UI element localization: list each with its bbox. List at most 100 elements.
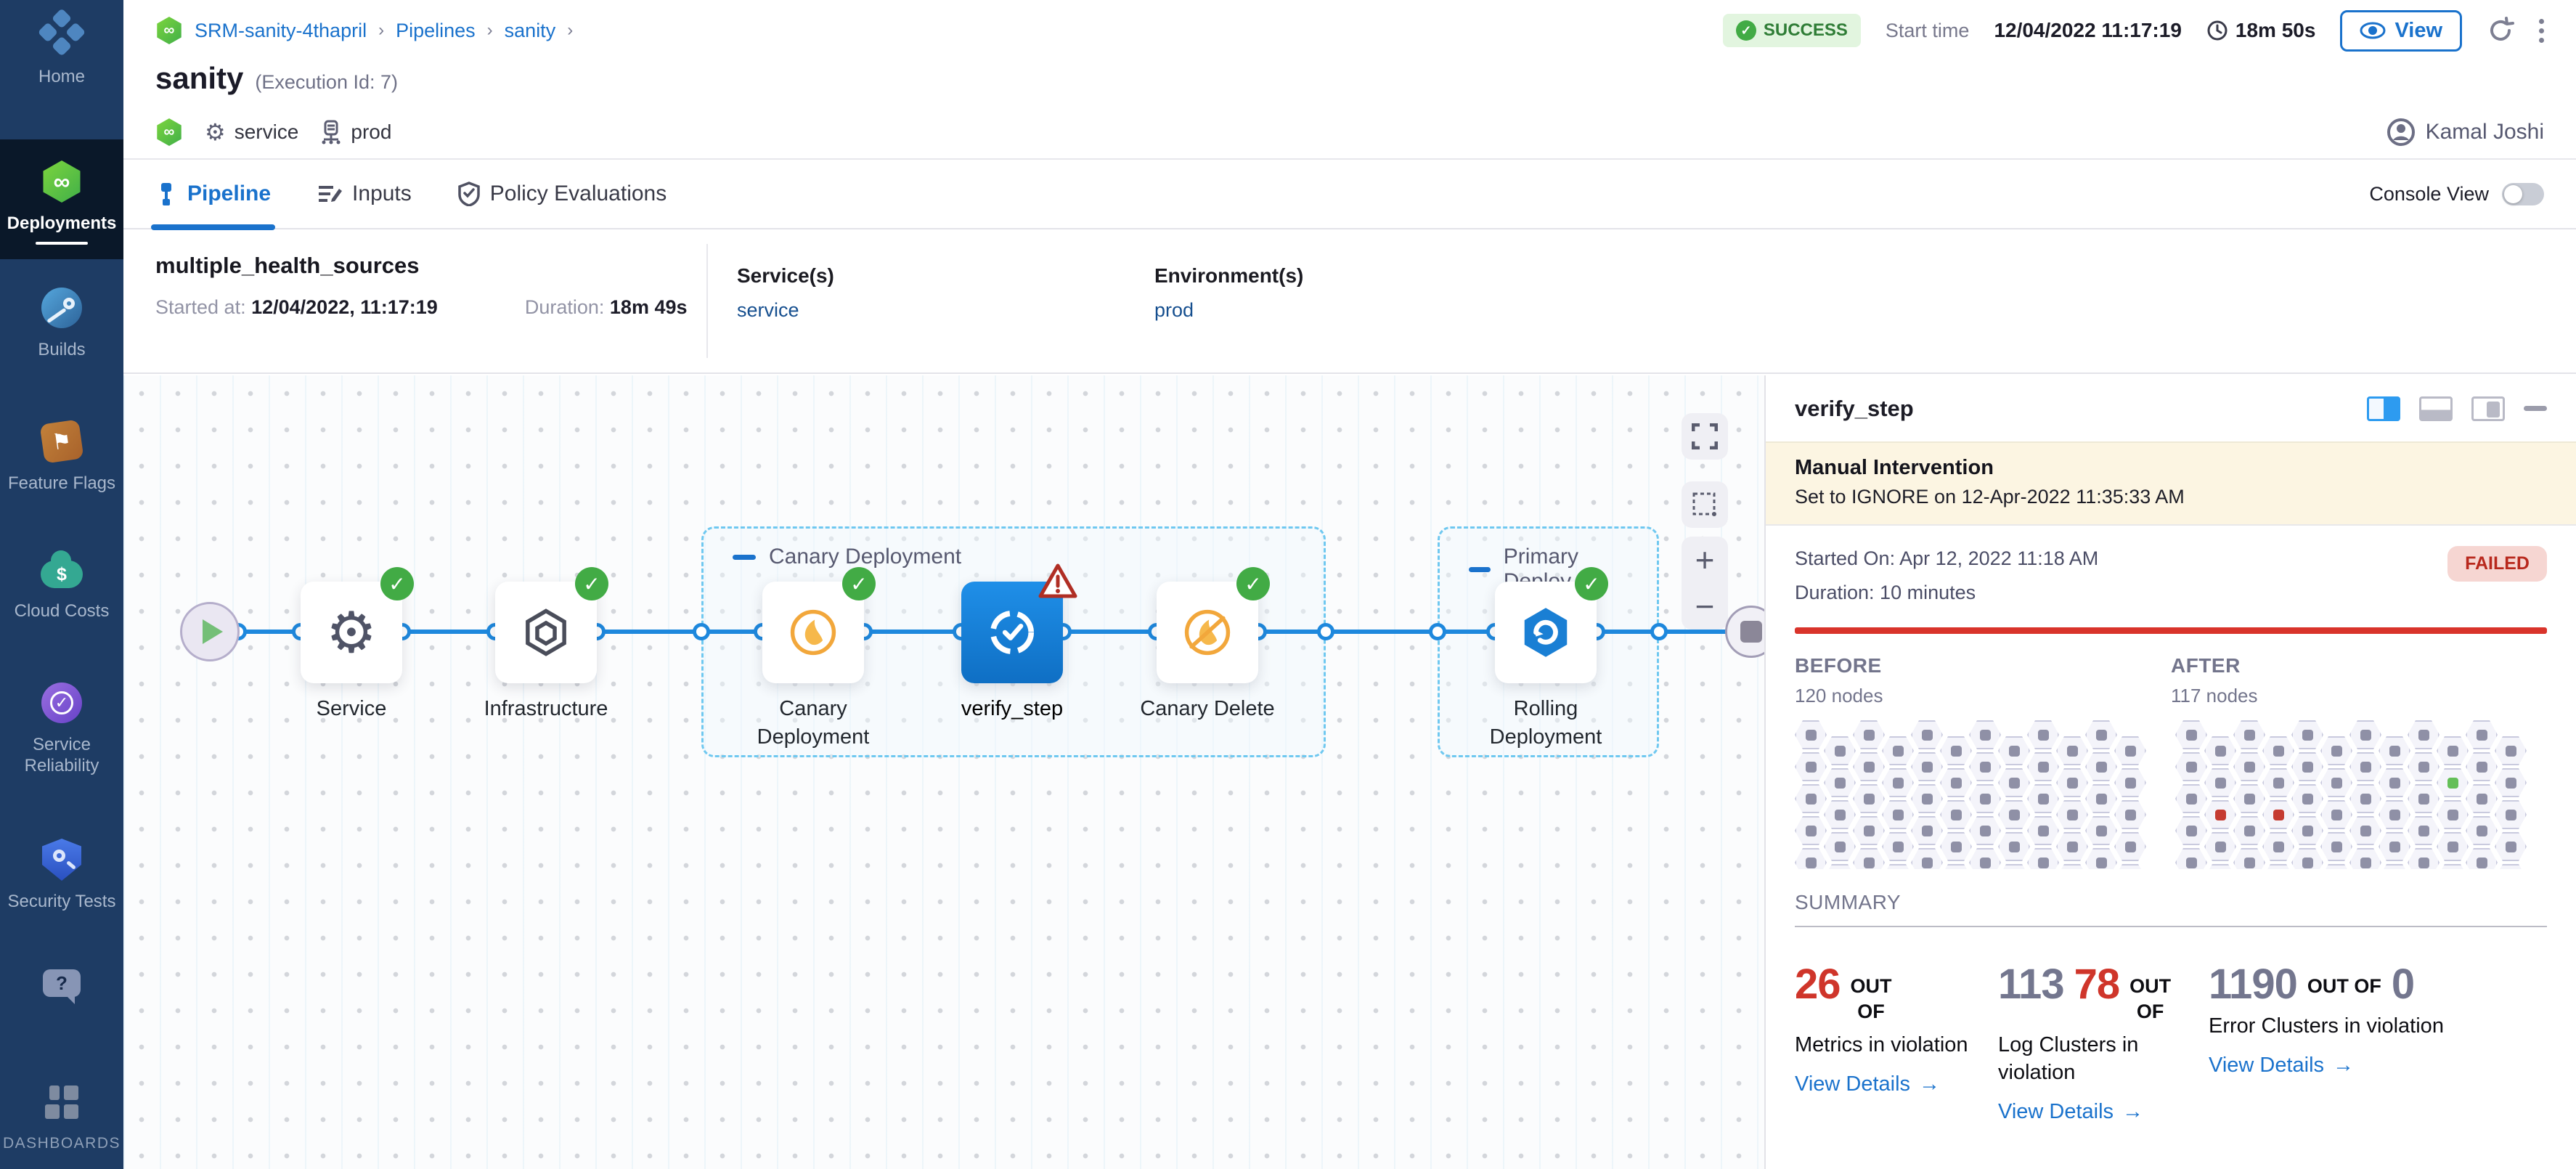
view-button[interactable]: View	[2340, 9, 2462, 52]
node-hex	[1853, 848, 1885, 869]
pipeline-node-canary-delete[interactable]: ✓	[1157, 567, 1270, 683]
breadcrumb-link[interactable]: Pipelines	[396, 19, 476, 41]
node-hex	[2027, 816, 2059, 845]
sidebar-item-builds[interactable]: Builds	[0, 285, 123, 361]
node-hex	[2408, 848, 2440, 869]
breadcrumb-link[interactable]: sanity	[504, 19, 556, 41]
node-hex	[2408, 816, 2440, 845]
node-hex	[2495, 832, 2527, 861]
success-check-icon: ✓	[1575, 567, 1608, 600]
pipeline-node-service[interactable]: ⚙✓	[301, 567, 414, 683]
page-title: sanity	[155, 61, 244, 95]
node-hex	[2114, 832, 2146, 861]
node-hex	[1882, 736, 1914, 765]
breadcrumb-link[interactable]: SRM-sanity-4thapril	[195, 19, 367, 41]
node-hex	[2349, 720, 2381, 749]
top-bar-right: ✓ SUCCESS Start time 12/04/2022 11:17:19…	[1722, 9, 2544, 52]
sidebar-item-cloud-costs[interactable]: $Cloud Costs	[0, 546, 123, 622]
view-details-link[interactable]: View Details →	[1998, 1100, 2143, 1124]
view-details-text: View Details	[1998, 1099, 2114, 1123]
tab-label: Policy Evaluations	[489, 182, 667, 205]
sidebar-item-label: Security Tests	[7, 892, 116, 911]
tab-policy-evaluations[interactable]: Policy Evaluations	[458, 159, 667, 229]
node-hex	[2204, 832, 2236, 861]
stat-total: 113	[1998, 961, 2065, 1008]
console-view-toggle[interactable]	[2502, 182, 2544, 205]
panel-layout-icons	[2367, 396, 2547, 421]
service-tag[interactable]: ⚙ service	[205, 118, 298, 146]
node-hex	[1969, 784, 2001, 813]
rolling-deployment-icon	[1524, 608, 1568, 657]
node-hex	[2437, 768, 2469, 797]
node-hex	[2437, 832, 2469, 861]
eye-icon	[2360, 22, 2386, 39]
before-column: BEFORE 120 nodes	[1795, 654, 2171, 707]
node-hex	[2056, 736, 2088, 765]
arrow-right-icon: →	[2122, 1099, 2144, 1123]
layout-bottom-view-icon[interactable]	[2419, 396, 2453, 421]
node-hex	[2379, 864, 2410, 869]
tags-row: ∞ ⚙ service prod Kamal Joshi	[123, 106, 2576, 160]
success-check-icon: ✓	[842, 567, 876, 600]
more-options-button[interactable]	[2539, 18, 2544, 43]
sidebar-item-feature-flags[interactable]: ⚑Feature Flags	[0, 418, 123, 494]
collapse-group-icon[interactable]	[733, 554, 756, 560]
harness-cd-icon: ∞	[157, 118, 182, 146]
sidebar-item-security-tests[interactable]: Security Tests	[0, 836, 123, 913]
user-name: Kamal Joshi	[2425, 120, 2544, 144]
fit-to-screen-button[interactable]	[1682, 413, 1728, 460]
zoom-out-button[interactable]: −	[1695, 587, 1715, 625]
collapse-group-icon[interactable]	[1469, 566, 1491, 572]
multi-select-button[interactable]	[1682, 481, 1728, 528]
node-hex	[2027, 848, 2059, 869]
sidebar-item-deployments[interactable]: ∞Deployments	[0, 139, 123, 259]
divider	[706, 244, 708, 358]
tab-inputs[interactable]: Inputs	[317, 159, 412, 229]
layout-floating-view-icon[interactable]	[2471, 396, 2505, 421]
pipeline-start-node[interactable]	[180, 602, 240, 661]
environment-tag[interactable]: prod	[320, 120, 391, 144]
node-hex	[2320, 832, 2352, 861]
node-hex	[2466, 784, 2498, 813]
gear-icon: ⚙	[205, 119, 226, 145]
layout-split-view-icon[interactable]	[2367, 396, 2400, 421]
zoom-controls: + −	[1682, 537, 1728, 630]
sidebar-item-home[interactable]: Home	[0, 8, 123, 88]
node-hex	[1969, 848, 2001, 869]
breadcrumb-separator: ›	[567, 20, 574, 40]
user-chip[interactable]: Kamal Joshi	[2387, 118, 2544, 147]
pipeline-node-canary-deployment[interactable]: ✓	[762, 567, 876, 683]
after-node-count: 117 nodes	[2171, 685, 2258, 706]
manual-intervention-banner: Manual Intervention Set to IGNORE on 12-…	[1766, 441, 2576, 526]
minimize-panel-icon[interactable]	[2524, 406, 2547, 411]
refresh-button[interactable]	[2487, 17, 2514, 44]
node-hex	[2204, 864, 2236, 869]
elapsed-value: 18m 50s	[2235, 19, 2316, 41]
security-tests-icon	[42, 839, 81, 881]
view-details-link[interactable]: View Details→	[2209, 1054, 2354, 1078]
node-hex	[2379, 768, 2410, 797]
sidebar-item-help[interactable]: ?	[0, 960, 123, 1006]
after-column: AFTER 117 nodes	[2171, 654, 2547, 707]
node-hex	[1969, 752, 2001, 781]
services-value-link[interactable]: service	[737, 299, 799, 321]
node-hex	[2408, 720, 2440, 749]
tab-pipeline[interactable]: Pipeline	[151, 159, 276, 230]
sidebar-item-dashboards[interactable]: DASHBOARDS	[0, 1079, 123, 1152]
pipeline-node-rolling-deployment[interactable]: ✓	[1495, 567, 1608, 683]
pipeline-node-infrastructure[interactable]: ✓	[495, 567, 608, 683]
sidebar-item-service-reliability[interactable]: ✓Service Reliability	[0, 680, 123, 777]
node-hex	[1969, 720, 2001, 749]
edge-port	[1429, 623, 1446, 640]
environments-value-link[interactable]: prod	[1154, 299, 1194, 321]
node-hex	[2175, 720, 2207, 749]
pipeline-node-verify_step[interactable]	[961, 563, 1077, 683]
view-details-link[interactable]: View Details→	[1795, 1072, 1940, 1096]
edge-port	[1650, 623, 1668, 640]
active-underline	[36, 241, 88, 245]
stat-out-of-label: OUT OF	[2307, 975, 2381, 997]
zoom-in-button[interactable]: +	[1695, 541, 1715, 579]
